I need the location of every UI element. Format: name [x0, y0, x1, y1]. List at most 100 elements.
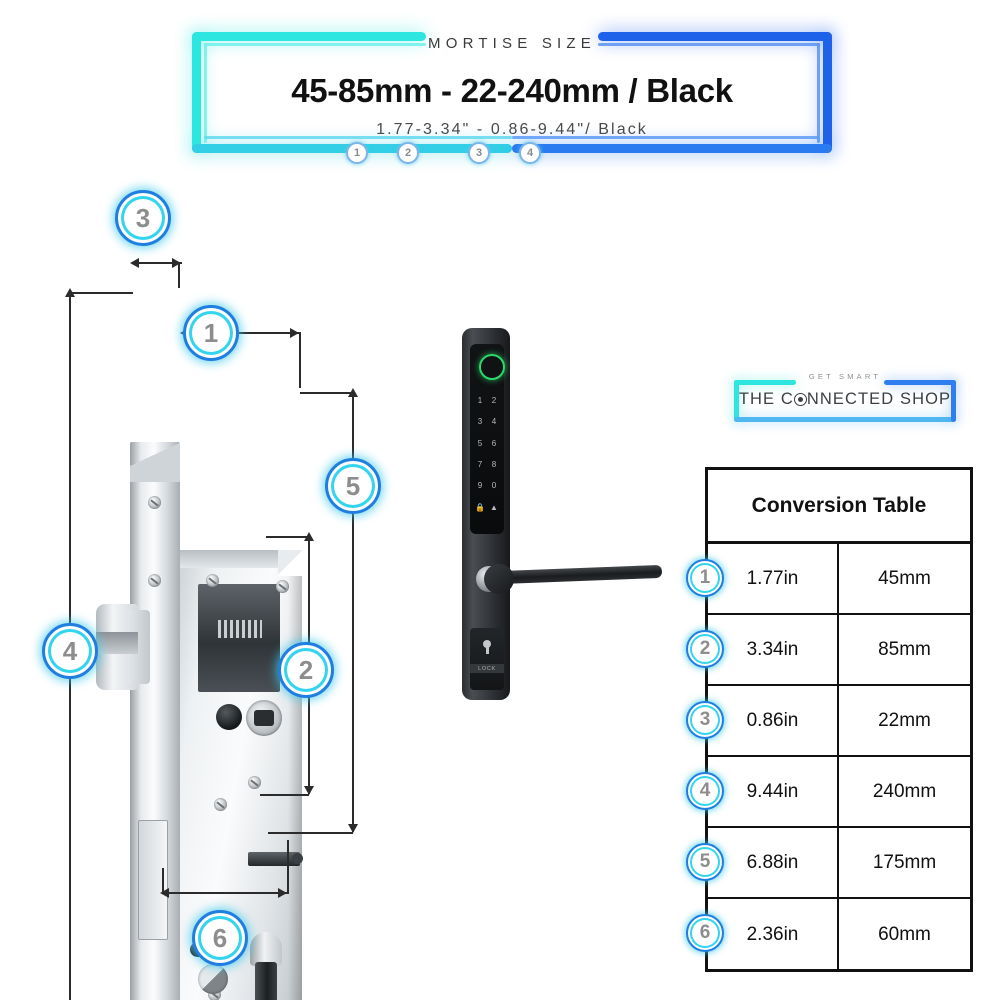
mortise-lock-diagram: 3 1 4 5 2 6	[20, 180, 440, 1000]
callout-badge-4: 4	[42, 623, 98, 679]
dim-arrow-2-bottom	[304, 786, 314, 795]
lock-case-corner	[278, 550, 302, 576]
table-row: 2 3.34in 85mm	[686, 615, 970, 686]
header-chip-4: 4	[519, 142, 541, 164]
case-hole-dark	[216, 704, 242, 730]
keypad-key-2[interactable]: 2	[491, 396, 497, 406]
smart-lock-key-override-panel: LOCK	[470, 628, 504, 690]
dim-ext-2-top	[266, 536, 309, 538]
keypad-key-4[interactable]: 4	[491, 417, 497, 427]
smart-lock-lever-handle[interactable]	[501, 564, 663, 584]
dim-ext-5-top	[300, 392, 353, 394]
brand-name-suffix: NNECTED SHOP	[806, 390, 952, 408]
lock-cam-hole	[198, 964, 228, 994]
table-cell-mm-3: 22mm	[878, 709, 931, 731]
keypad-key-7[interactable]: 7	[477, 460, 483, 470]
dim-ext-5-bottom	[268, 832, 353, 834]
dim-ext-4-top	[69, 292, 133, 294]
lock-latch-tip	[128, 610, 150, 684]
case-screw-upper-right	[276, 580, 289, 593]
callout-badge-3: 3	[115, 190, 171, 246]
dim-arrow-5-bottom	[348, 824, 358, 833]
table-cell-inches-3: 0.86in	[708, 686, 839, 755]
smart-lock-touch-panel: 1 2 3 4 5 6 7 8 9 0 🔒 ▲	[470, 344, 505, 534]
dim-arrow-6-left	[160, 888, 169, 898]
table-row: 3 0.86in 22mm	[686, 686, 970, 757]
dim-arrow-6-right	[278, 888, 287, 898]
lock-latch-notch	[96, 632, 138, 654]
table-row-badge-4: 4	[686, 772, 724, 810]
keypad-key-8[interactable]: 8	[491, 460, 497, 470]
dim-ext-2-bottom	[260, 794, 309, 796]
keypad-key-6[interactable]: 6	[491, 438, 497, 448]
table-row: 6 2.36in 60mm	[686, 899, 970, 970]
keypad-key-5[interactable]: 5	[477, 438, 483, 448]
dim-line-5	[352, 392, 354, 832]
case-screw-upper-left	[206, 574, 219, 587]
lock-euro-cylinder-cutout	[246, 932, 286, 1000]
table-row-badge-3: 3	[686, 701, 724, 739]
callout-badge-1: 1	[183, 305, 239, 361]
dim-arrow-5-top	[348, 388, 358, 397]
dim-arrow-2-top	[304, 532, 314, 541]
dim-ext-3	[178, 262, 180, 288]
table-row: 1 1.77in 45mm	[686, 544, 970, 615]
lock-spindle-hole	[246, 700, 282, 736]
dim-arrow-1-right	[290, 328, 299, 338]
header-subtitle: 1.77-3.34" - 0.86-9.44"/ Black	[376, 121, 648, 138]
callout-badge-6: 6	[192, 910, 248, 966]
table-cell-mm-1: 45mm	[878, 567, 931, 589]
dim-ext-6-left	[162, 868, 164, 894]
table-cell-inches-6: 2.36in	[708, 899, 839, 970]
table-row-badge-2: 2	[686, 630, 724, 668]
lock-case-shading	[288, 550, 302, 1000]
dim-line-1	[182, 332, 300, 334]
dim-ext-6-right	[287, 840, 289, 894]
table-row: 4 9.44in 240mm	[686, 757, 970, 828]
table-cell-inches-2: 3.34in	[708, 615, 839, 684]
keyhole-icon	[483, 640, 491, 654]
keypad-key-1[interactable]: 1	[477, 396, 483, 406]
header-eyebrow: MORTISE SIZE	[428, 35, 596, 52]
keypad-key-9[interactable]: 9	[477, 481, 483, 491]
keypad-key-0[interactable]: 0	[491, 481, 497, 491]
brand-globe-icon	[793, 393, 807, 406]
dim-ext-1	[299, 332, 301, 388]
table-cell-inches-5: 6.88in	[708, 828, 839, 897]
table-cell-inches-1: 1.77in	[708, 544, 839, 613]
header-chip-1: 1	[346, 142, 368, 164]
header-frame-right	[512, 24, 846, 160]
lock-case-top-step	[180, 550, 302, 568]
brand-tagline: GET SMART	[808, 372, 882, 381]
keypad-key-3[interactable]: 3	[477, 417, 483, 427]
faceplate-screw-upper	[148, 574, 161, 587]
dim-arrow-3-right	[172, 258, 181, 268]
table-row-badge-1: 1	[686, 559, 724, 597]
keypad-signal-icon[interactable]: ▲	[490, 502, 498, 512]
table-row: 5 6.88in 175mm	[686, 828, 970, 899]
smart-lock-keypad[interactable]: 1 2 3 4 5 6 7 8 9 0 🔒 ▲	[473, 390, 501, 518]
smart-lock-product: 1 2 3 4 5 6 7 8 9 0 🔒 ▲ LOCK	[462, 328, 663, 708]
case-screw-mid-left	[214, 798, 227, 811]
smart-lock-lever-hub	[484, 564, 514, 594]
fingerprint-sensor-icon[interactable]	[479, 354, 505, 380]
dim-arrow-3-left	[130, 258, 139, 268]
keypad-lock-icon[interactable]: 🔒	[475, 502, 485, 512]
callout-badge-5: 5	[325, 458, 381, 514]
table-cell-mm-2: 85mm	[878, 638, 931, 660]
dim-line-6	[162, 892, 288, 894]
header-chip-3: 3	[468, 142, 490, 164]
faceplate-deadbolt-slot	[138, 820, 168, 940]
faceplate-screw-top	[148, 496, 161, 509]
callout-badge-2: 2	[278, 642, 334, 698]
table-cell-mm-5: 175mm	[872, 851, 937, 873]
lock-spring-window	[198, 584, 280, 692]
lock-faceplate-bevel	[130, 442, 180, 482]
table-row-badge-5: 5	[686, 843, 724, 881]
lock-deadbolt-bar	[248, 852, 303, 866]
dim-line-3	[132, 262, 182, 264]
conversion-table: Conversion Table 1 1.77in 45mm 2 3.34in …	[686, 467, 973, 972]
